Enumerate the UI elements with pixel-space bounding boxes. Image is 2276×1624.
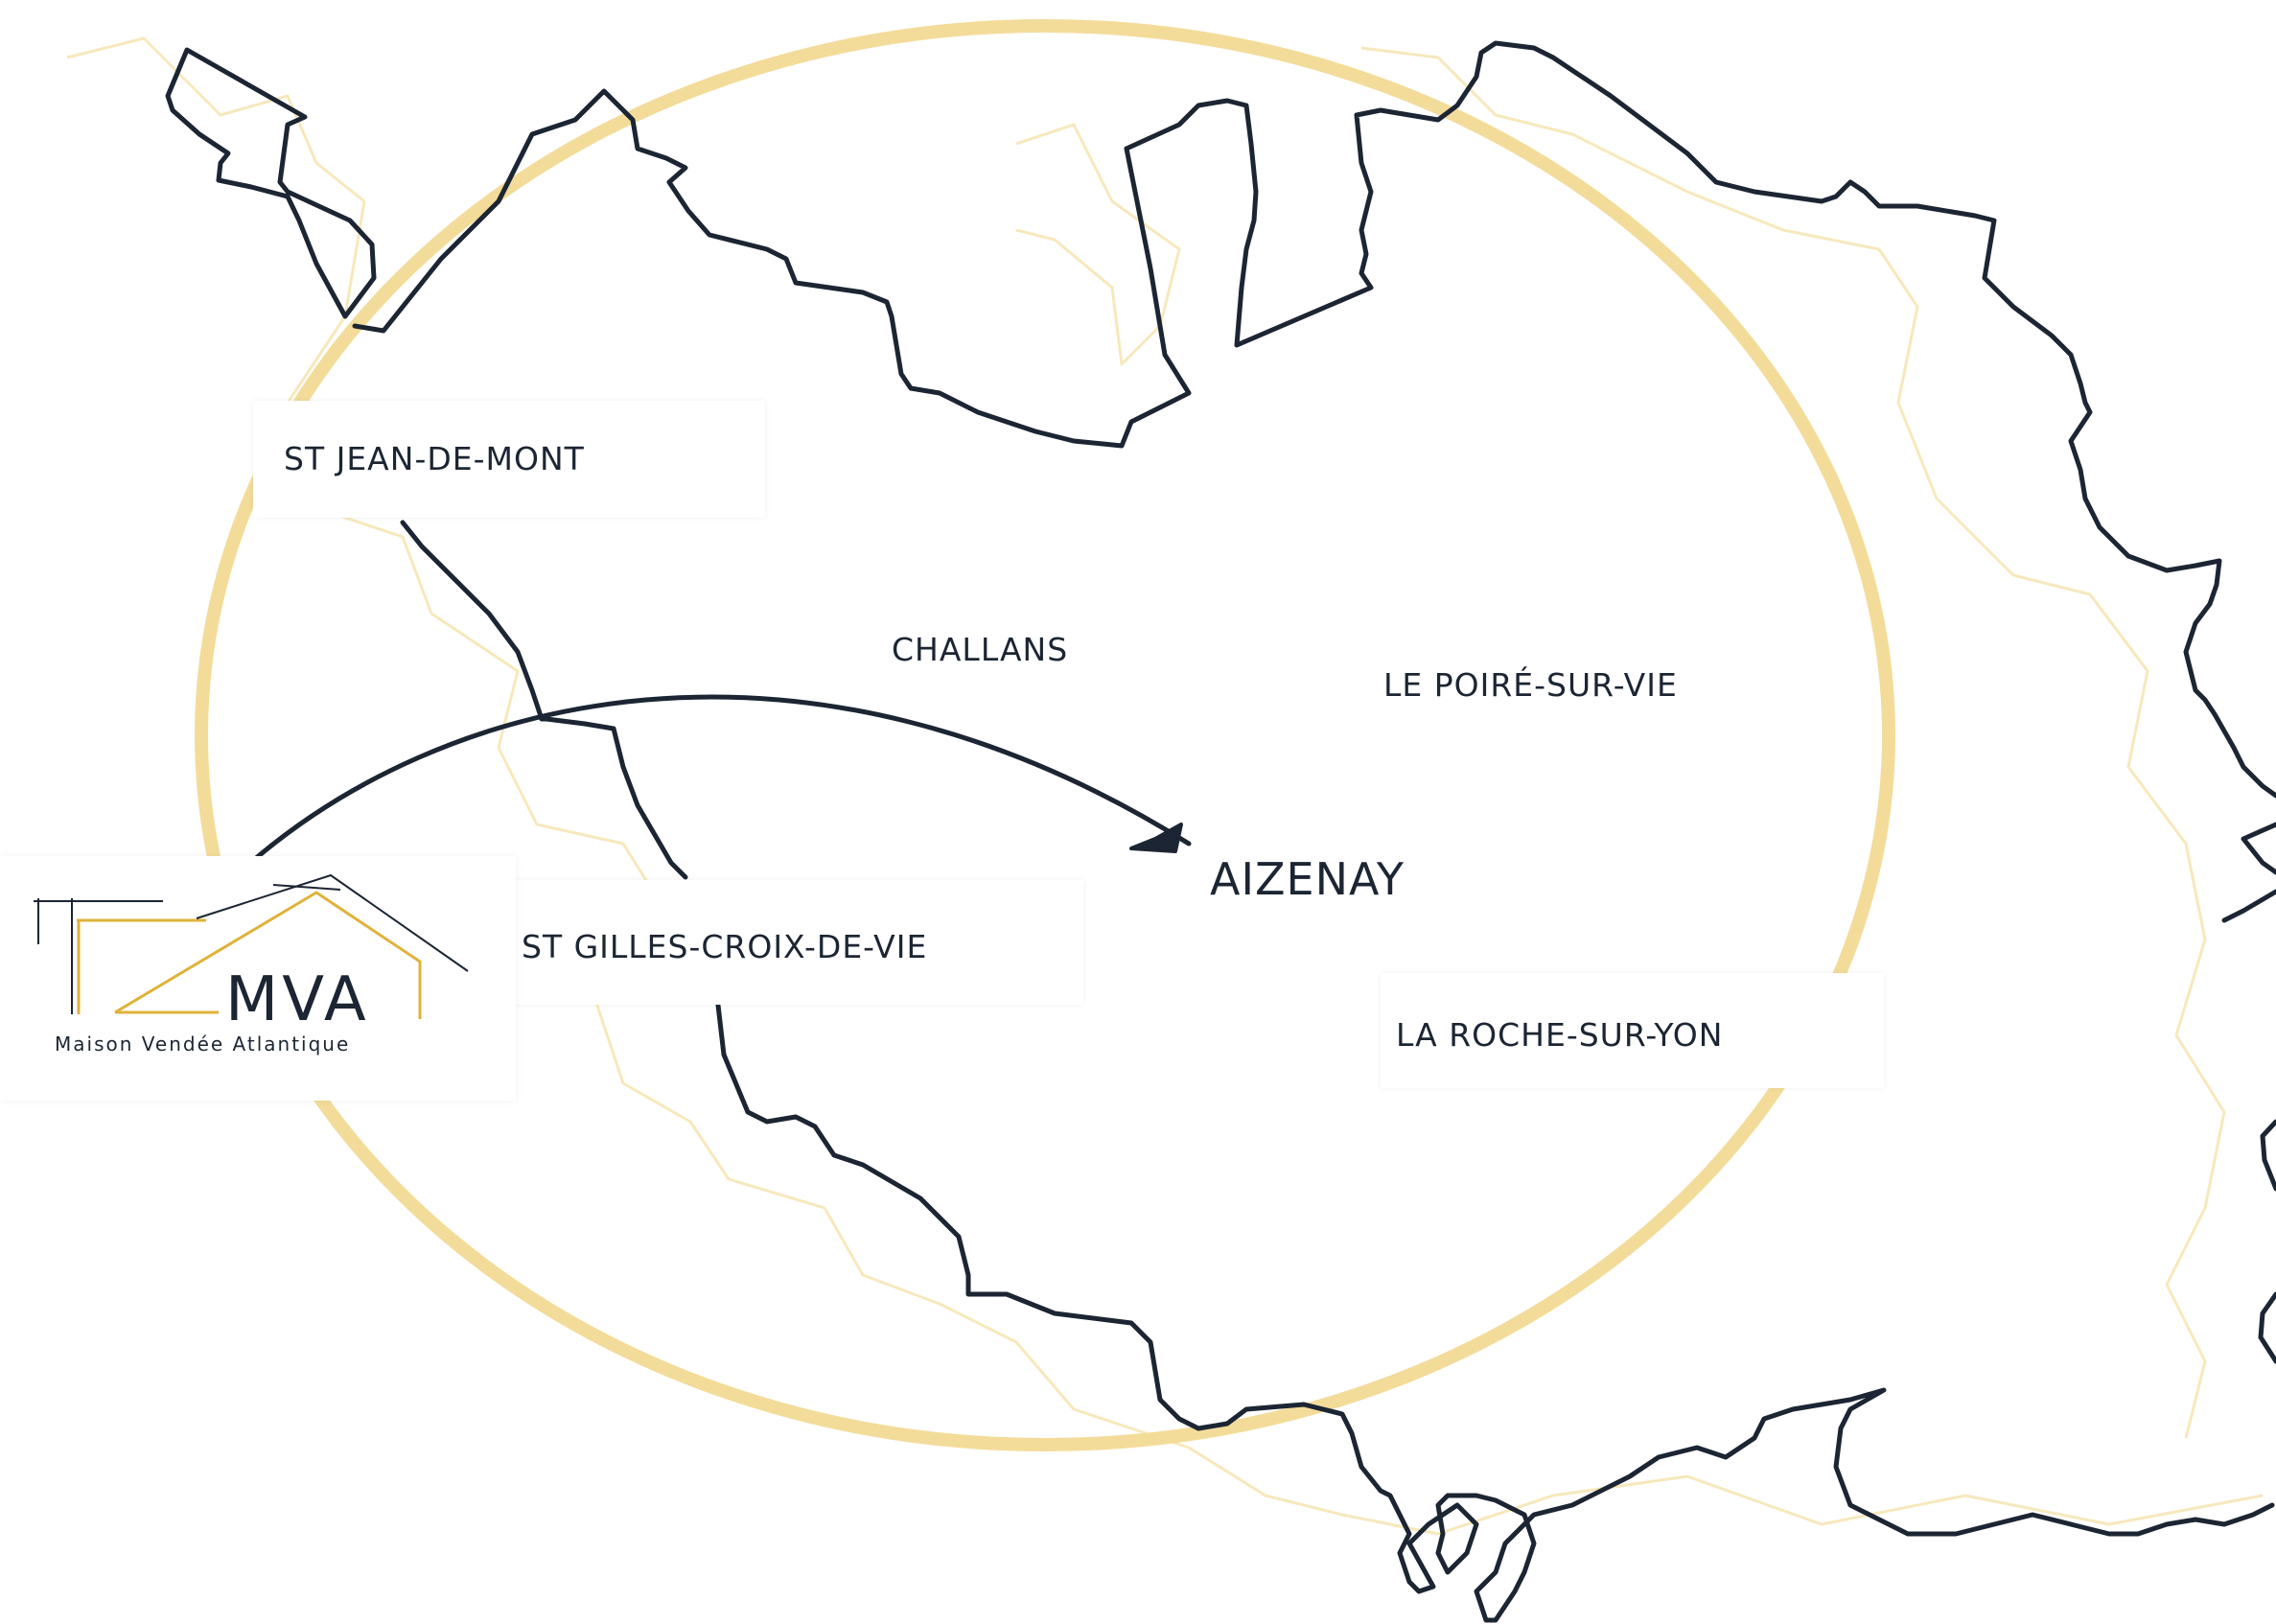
label-box-la-roche: [1381, 973, 1884, 1088]
route-arrow: [237, 694, 1192, 875]
city-st-jean-de-mont: ST JEAN-DE-MONT: [284, 440, 585, 477]
logo-wordmark: MVA: [225, 964, 370, 1035]
region-outline-shadow-2: [1015, 46, 2226, 1439]
region-outline-east: [2221, 822, 2276, 1364]
city-la-roche-sur-yon: LA ROCHE-SUR-YON: [1396, 1016, 1724, 1054]
route-arrowhead: [1129, 823, 1183, 853]
region-outline-north: [165, 47, 377, 319]
region-outline-west-inner: [400, 520, 688, 880]
city-le-poire-sur-vie: LE POIRÉ-SUR-VIE: [1383, 666, 1678, 704]
city-challans: CHALLANS: [892, 631, 1069, 668]
company-logo: [0, 856, 516, 1101]
house-logo-icon: [34, 873, 469, 1019]
city-st-gilles-croix-de-vie: ST GILLES-CROIX-DE-VIE: [522, 928, 928, 965]
coverage-circle: [195, 19, 1895, 1451]
label-box-st-gilles: [508, 880, 1083, 1005]
city-aizenay: AIZENAY: [1210, 853, 1405, 905]
region-outline-coast: [352, 40, 2276, 799]
label-box-st-jean: [253, 401, 765, 518]
logo-tagline: Maison Vendée Atlantique: [55, 1032, 351, 1056]
region-outline-south: [714, 994, 2275, 1623]
region-outline-shadow: [66, 36, 2264, 1536]
